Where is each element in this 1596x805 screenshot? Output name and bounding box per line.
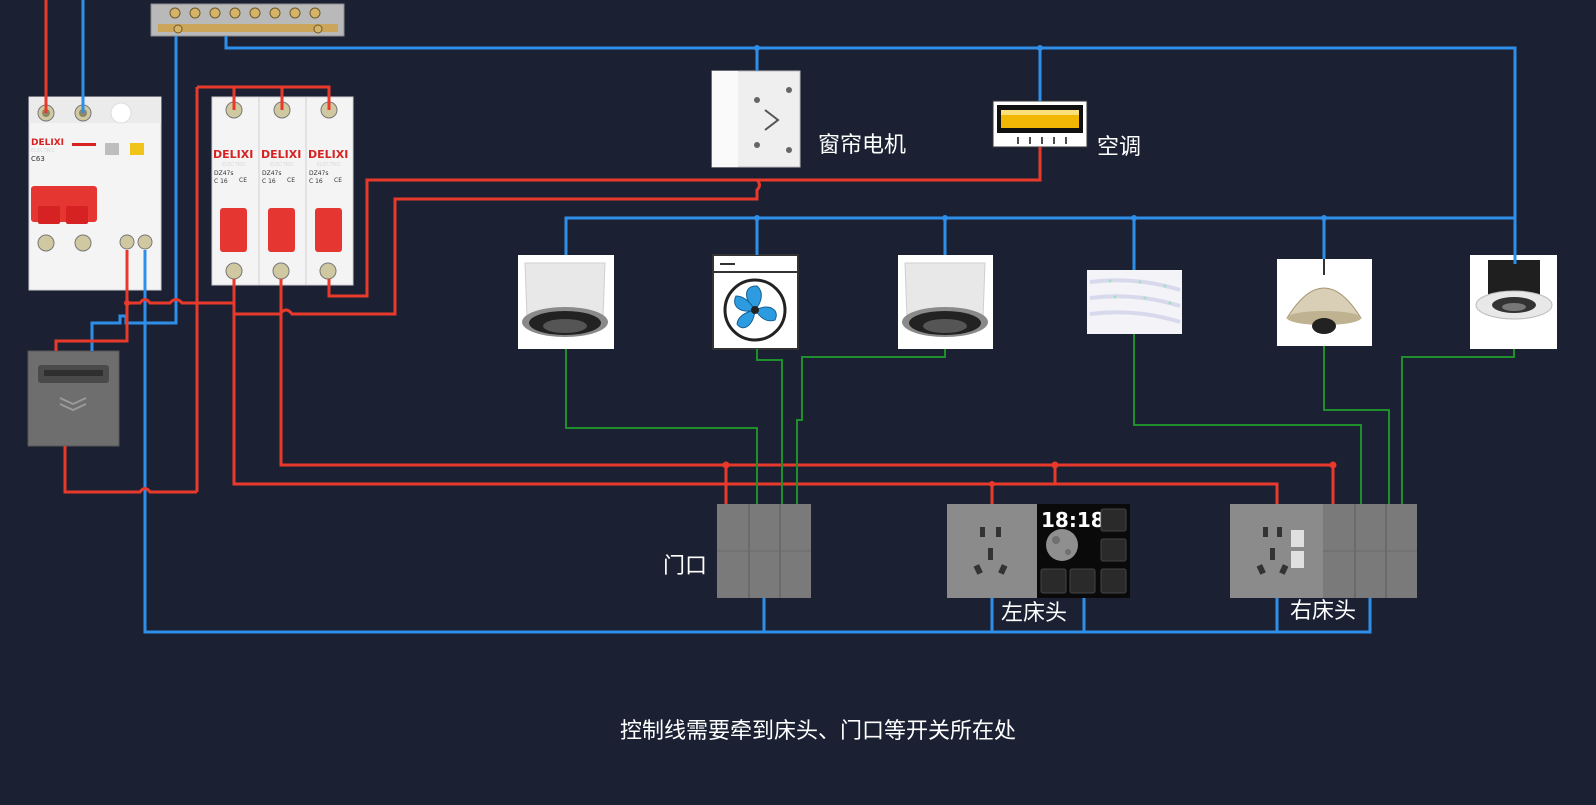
panel-screen-time: 18:18 — [1041, 508, 1105, 532]
main-rcd-breaker: DELIXI ELECTRIC C63 — [28, 96, 162, 291]
spotlight — [1470, 255, 1557, 349]
mcb2-ce-mark: CE — [287, 177, 295, 184]
live-wiring — [44, 0, 1335, 504]
mcb2-brand-text: DELIXI — [261, 148, 301, 161]
rcd-sub-text: ELECTRIC — [31, 148, 56, 154]
mcb1-ce-mark: CE — [239, 177, 247, 184]
mcb3-model-text: DZ47s — [309, 170, 329, 177]
mcb3-sub-text: ELECTRIC — [317, 162, 342, 168]
mcb3-ce-mark: CE — [334, 177, 342, 184]
mcb1-brand-text: DELIXI — [213, 148, 253, 161]
neutral-bus-bar — [150, 3, 345, 37]
air-conditioner — [992, 100, 1088, 148]
door-label: 门口 — [663, 554, 707, 579]
mcb-breaker-group: DELIXI DELIXI DELIXI ELECTRIC ELECTRIC E… — [211, 96, 354, 286]
mcb3-brand-text: DELIXI — [308, 148, 348, 161]
mcb1-rating-text: C 16 — [214, 178, 228, 185]
exhaust-fan — [712, 254, 799, 350]
mcb1-sub-text: ELECTRIC — [222, 162, 247, 168]
mcb3-rating-text: C 16 — [309, 178, 323, 185]
neutral-wiring — [81, 0, 1517, 634]
neutral-junction-dots — [754, 45, 1327, 221]
card-key-switch — [27, 350, 120, 447]
right-bedside-panel — [1230, 504, 1417, 598]
downlight-1 — [518, 255, 614, 349]
mcb2-model-text: DZ47s — [262, 170, 282, 177]
curtain-motor — [711, 70, 801, 168]
control-wiring — [565, 334, 1515, 504]
left-bedside-label: 左床头 — [1001, 601, 1067, 626]
mcb1-model-text: DZ47s — [214, 170, 234, 177]
pendant-lamp — [1277, 259, 1372, 346]
junction-dots — [124, 300, 1337, 487]
air-conditioner-label: 空调 — [1097, 135, 1141, 160]
mcb2-rating-text: C 16 — [262, 178, 276, 185]
mcb2-sub-text: ELECTRIC — [270, 162, 295, 168]
rcd-model-text: C63 — [31, 155, 45, 163]
rcd-brand-text: DELIXI — [31, 138, 64, 148]
curtain-motor-label: 窗帘电机 — [818, 133, 906, 158]
led-light-strip — [1087, 270, 1182, 334]
right-bedside-label: 右床头 — [1290, 599, 1356, 624]
left-bedside-panel: 18:18 — [947, 504, 1130, 598]
door-switch-panel — [717, 504, 811, 598]
downlight-2 — [898, 255, 993, 349]
caption: 控制线需要牵到床头、门口等开关所在处 — [620, 719, 1016, 744]
